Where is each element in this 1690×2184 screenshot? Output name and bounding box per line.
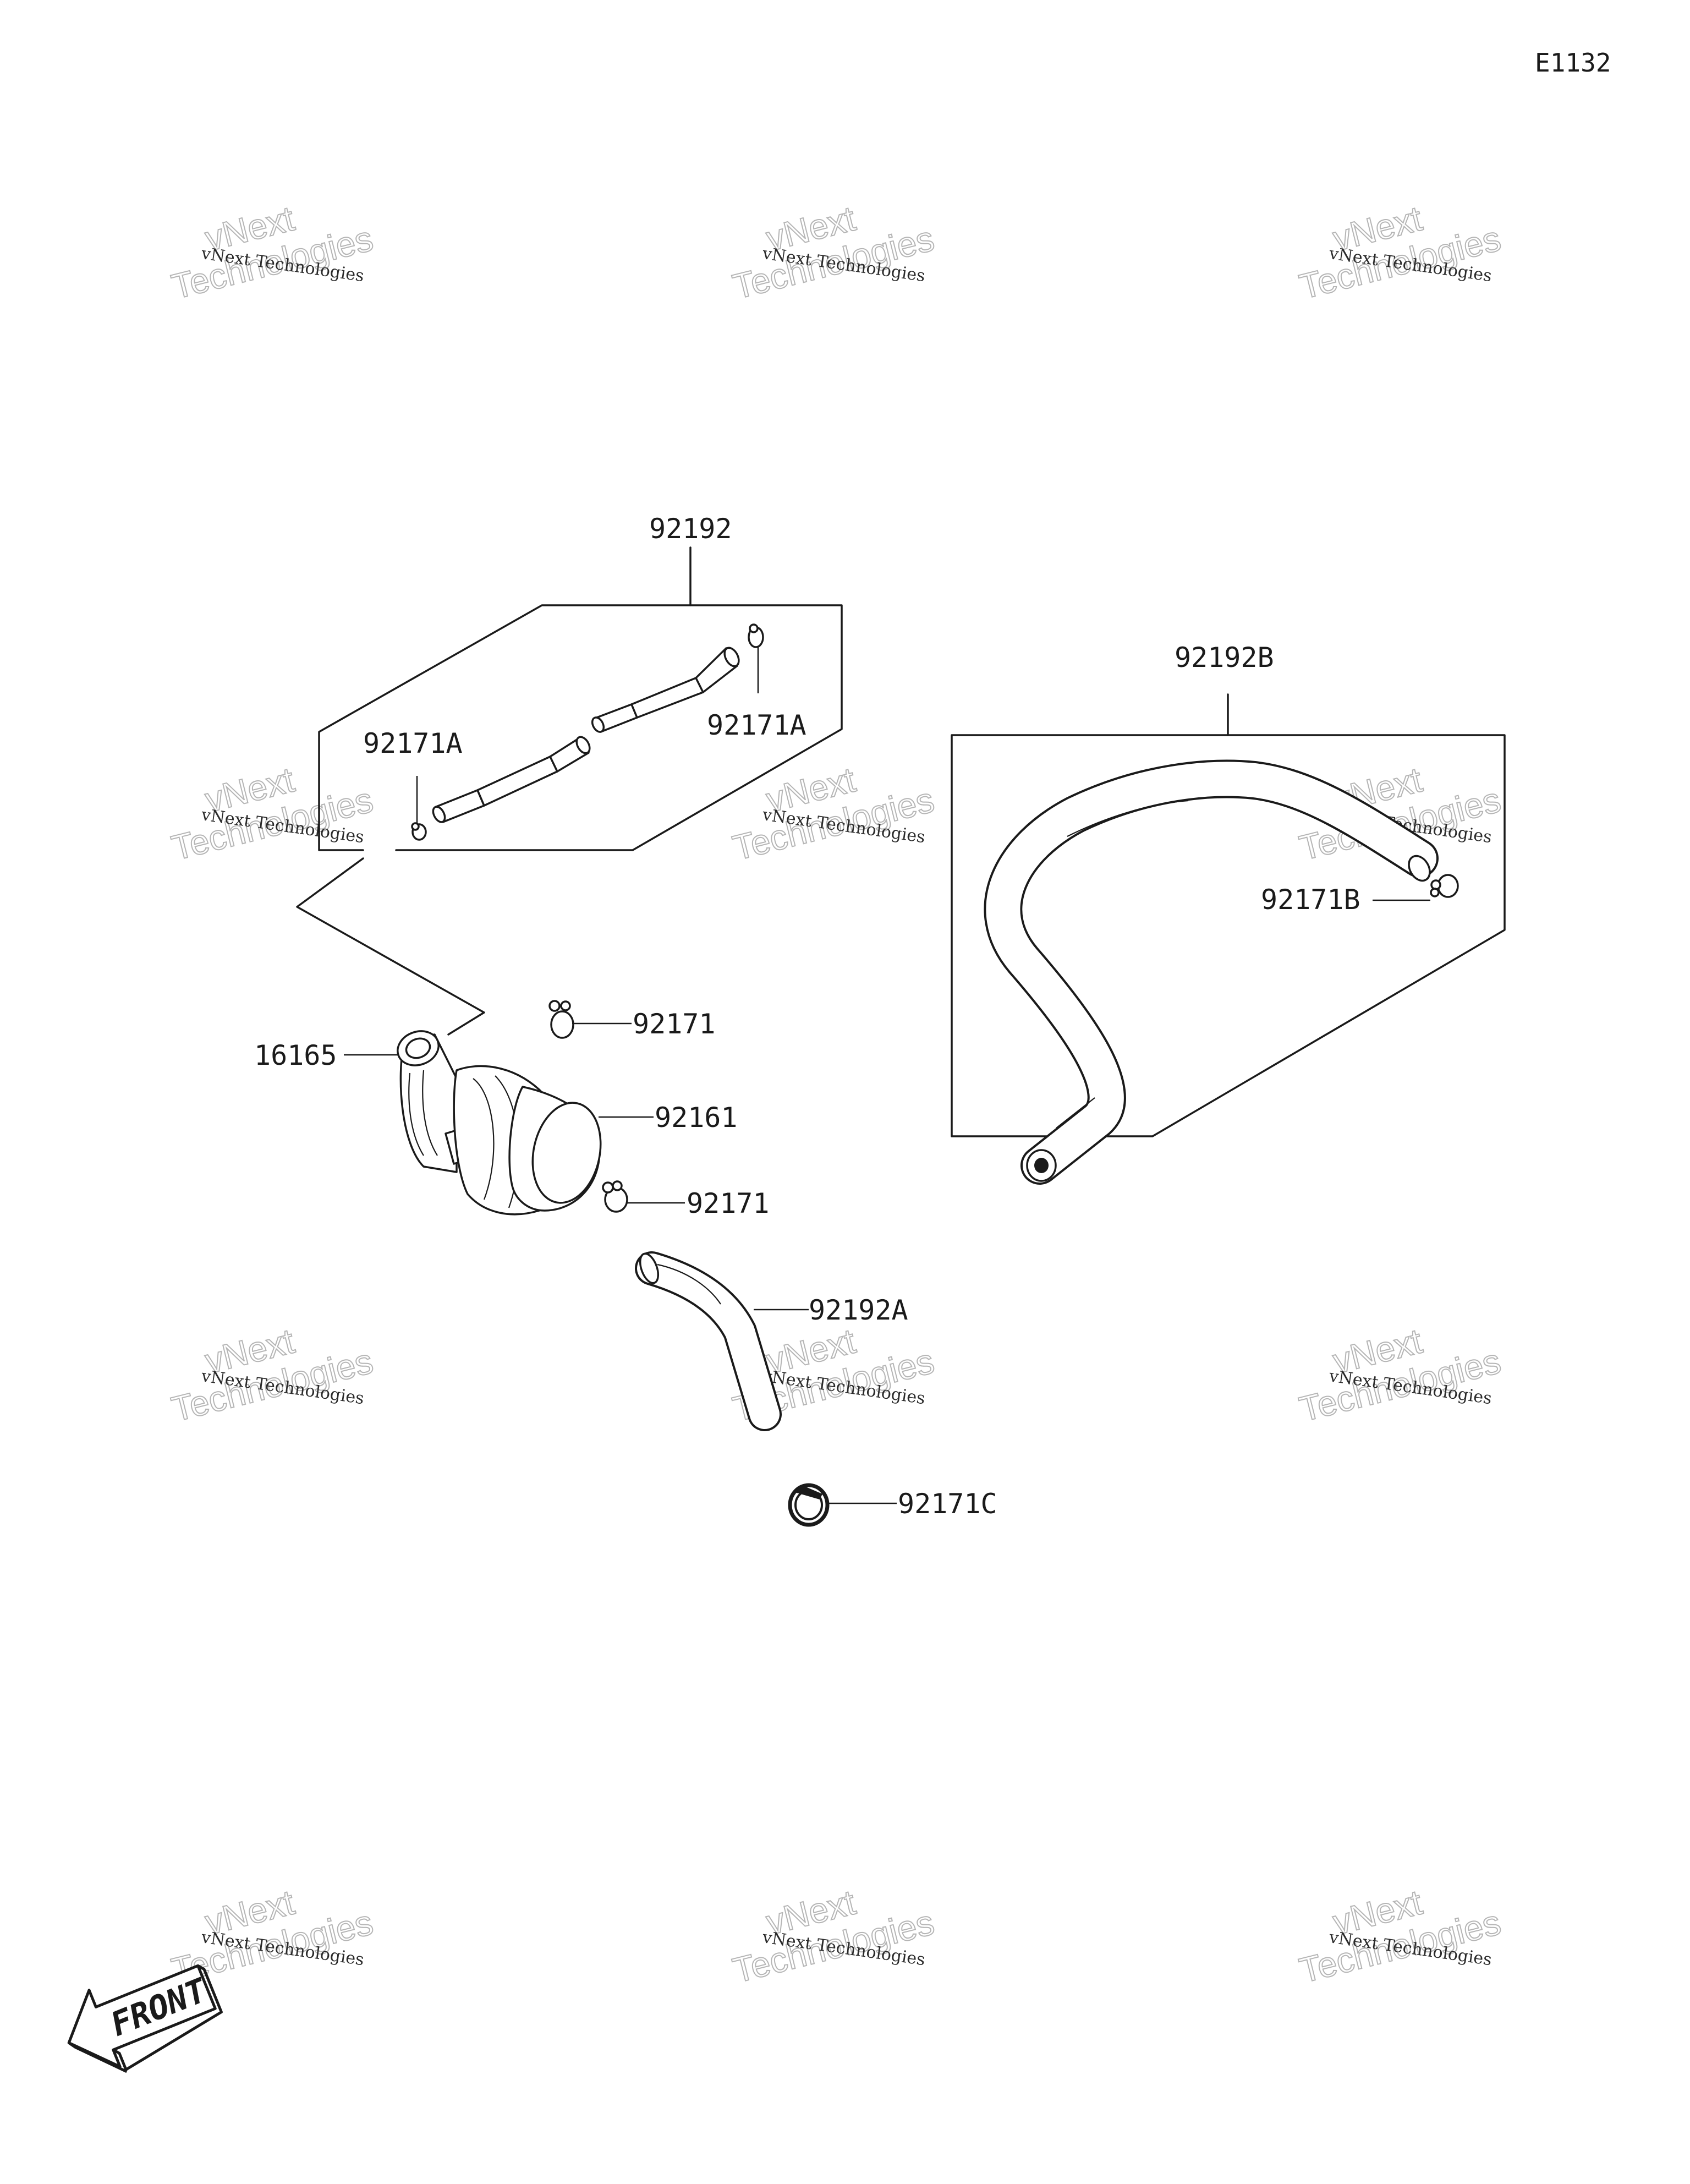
callout-92171c: 92171C — [898, 1488, 997, 1520]
callout-92192b: 92192B — [1175, 642, 1274, 674]
callout-92171a-right: 92171A — [707, 709, 806, 741]
clamp-92171-upper-icon: 92171 — [548, 1000, 716, 1040]
callout-92171-upper: 92171 — [633, 1008, 716, 1040]
valve-assembly: 16165 92161 — [254, 1030, 738, 1216]
callout-92192a: 92192A — [809, 1294, 908, 1326]
callout-92171b: 92171B — [1261, 884, 1360, 916]
clamp-92171a-right-icon — [748, 623, 764, 693]
front-arrow-icon: FRONT — [67, 1964, 223, 2073]
hose-lower-segment — [432, 736, 591, 823]
hose-upper-segment — [591, 647, 740, 733]
clamp-92171c-icon: 92171C — [788, 1483, 997, 1527]
diagram-code: E1132 — [1535, 48, 1611, 78]
callout-92171a-left: 92171A — [363, 727, 463, 759]
hose-kit-92192: 92192 92171A 92171A — [318, 513, 843, 851]
clamp-92171-lower-icon: 92171 — [602, 1180, 770, 1219]
callout-92192: 92192 — [649, 513, 732, 545]
callout-92161: 92161 — [655, 1102, 738, 1134]
leader-kit-to-valve — [296, 857, 485, 1036]
hose-bent-large — [984, 759, 1439, 1185]
hose-kit-92192b: 92192B 92171B — [951, 642, 1506, 1185]
clamp-92171b-icon — [1373, 874, 1459, 901]
watermark-row-1: vNext Technologies vNext Technologies vN… — [167, 198, 1505, 307]
callout-92171-lower: 92171 — [687, 1187, 770, 1219]
hose-92192a: 92192A — [635, 1251, 908, 1431]
callout-16165: 16165 — [254, 1039, 337, 1071]
watermark-row-4: vNext Technologies vNext Technologies vN… — [167, 1881, 1505, 1991]
clamp-92171a-left-icon — [411, 776, 427, 841]
